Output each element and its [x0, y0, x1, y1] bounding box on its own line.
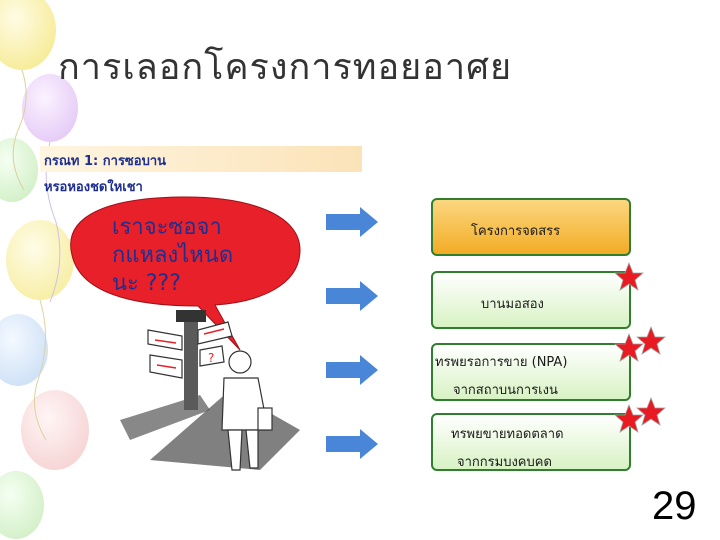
bubble-line: นะ ???: [112, 271, 181, 296]
case-heading: กรณท 1: การซอบาน: [44, 154, 167, 169]
bubble-line: เราจะซอจา: [112, 215, 222, 240]
page-number: 29: [652, 484, 697, 528]
arrow-right-icon: [326, 281, 378, 311]
arrow-right-icon: [326, 429, 378, 459]
case-subheading: หรอหองชดใหเชา: [44, 180, 143, 195]
case-heading-band: [40, 146, 362, 172]
option-label: ทรพยรอการขาย (NPA): [435, 355, 568, 370]
star-icon: [614, 404, 644, 433]
option-sublabel: จากสถาบนการเงน: [453, 383, 558, 398]
option-box-second-hand-house: บานมอสอง: [431, 271, 631, 329]
option-box-npa: ทรพยรอการขาย (NPA) จากสถาบนการเงน: [431, 343, 631, 401]
star-icon: [636, 397, 666, 426]
option-label: บานมอสอง: [481, 297, 544, 312]
arrow-right-icon: [326, 207, 378, 237]
star-icon: [636, 326, 666, 355]
star-icon: [614, 333, 644, 362]
svg-text:?: ?: [208, 351, 214, 365]
star-icon: [614, 262, 644, 291]
option-label: โครงการจดสรร: [471, 224, 561, 239]
option-sublabel: จากกรมบงคบคด: [457, 455, 552, 470]
option-box-auction: ทรพยขายทอดตลาด จากกรมบงคบคด: [431, 413, 631, 471]
page-title: การเลอกโครงการทอยอาศย: [58, 47, 513, 88]
option-label: ทรพยขายทอดตลาด: [451, 427, 564, 442]
bubble-line: กแหลงไหนด: [112, 243, 234, 268]
arrow-right-icon: [326, 355, 378, 385]
option-box-housing-project: โครงการจดสรร: [431, 198, 631, 256]
speech-bubble-text: เราจะซอจา กแหลงไหนด นะ ???: [112, 214, 262, 298]
